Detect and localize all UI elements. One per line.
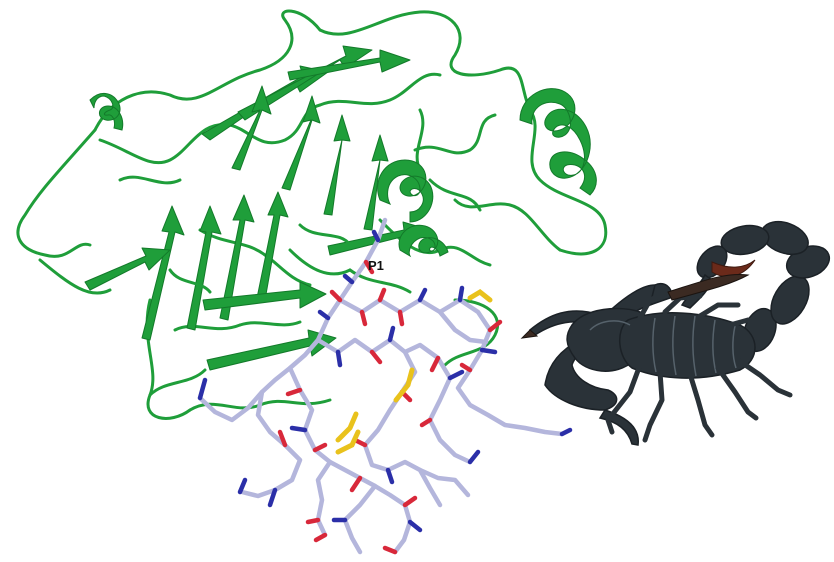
- peptide-bond-stick: [407, 519, 423, 533]
- peptide-bond-stick: [419, 417, 433, 428]
- disulfide-bond-sticks: [335, 288, 493, 455]
- peptide-bond-stick: [437, 309, 489, 345]
- scorpion-icon: [520, 220, 831, 446]
- peptide-bond-stick: [447, 369, 465, 381]
- peptide-bond-stick: [479, 347, 498, 355]
- peptide-bond-stick: [277, 429, 288, 448]
- peptide-bond-stick: [457, 285, 465, 303]
- peptide-bond-stick: [313, 532, 328, 543]
- peptide-bond-stick: [337, 297, 565, 437]
- peptide-bond-stick: [197, 377, 208, 401]
- peptide-bond-stick: [239, 389, 303, 499]
- peptide-bond-stick: [312, 442, 328, 453]
- peptide-bond-stick: [363, 259, 375, 275]
- peptide-bond-stick: [459, 362, 473, 373]
- peptide-bond-stick: [315, 337, 473, 465]
- peptide-bond-stick: [387, 325, 396, 343]
- peptide-bond-stick: [197, 217, 388, 423]
- peptide-bond-stick: [317, 309, 331, 321]
- peptide-bond-stick: [362, 349, 443, 508]
- peptide-bond-stick: [429, 355, 441, 373]
- peptide-bond-stick: [371, 229, 381, 243]
- peptide-bond-stick: [369, 349, 383, 365]
- peptide-bond-stick: [385, 467, 395, 485]
- peptide-stick-model-icon: [197, 217, 573, 555]
- peptide-bond-stick: [402, 495, 418, 508]
- peptide-bond-stick: [349, 475, 363, 493]
- protein-ribbon-icon: [16, 9, 608, 420]
- peptide-bond-stick: [417, 467, 471, 498]
- peptide-bond-stick: [377, 287, 387, 303]
- peptide-bond-stick: [305, 517, 321, 525]
- peptide-bond-stick: [287, 365, 413, 555]
- peptide-bond-stick: [315, 459, 333, 538]
- peptide-bond-stick: [382, 545, 398, 555]
- peptide-bond-stick: [342, 273, 355, 285]
- peptide-bond-stick: [289, 425, 308, 433]
- p1-label: P1: [368, 258, 384, 273]
- peptide-bond-stick: [335, 349, 343, 368]
- peptide-bond-stick: [397, 309, 405, 327]
- peptide-bond-stick: [285, 387, 303, 397]
- peptide-bond-stick: [359, 309, 368, 327]
- peptide-bond-stick: [237, 477, 248, 495]
- peptide-bond-stick: [267, 487, 278, 508]
- peptide-bond-stick: [417, 287, 428, 303]
- peptide-bond-stick: [329, 289, 343, 303]
- peptide-bond-stick: [487, 319, 503, 333]
- peptide-bond-stick: [467, 449, 481, 465]
- peptide-bond-stick: [342, 483, 378, 555]
- peptide-bond-stick: [559, 427, 573, 437]
